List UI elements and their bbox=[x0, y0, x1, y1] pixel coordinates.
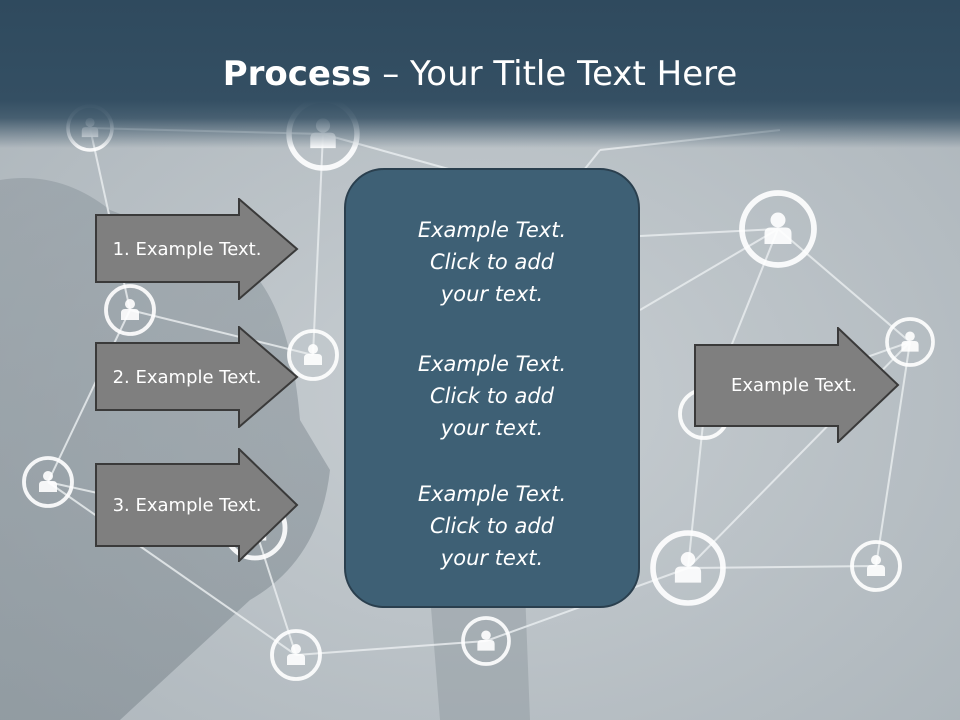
person-node-icon bbox=[270, 629, 322, 681]
person-node-icon bbox=[850, 540, 902, 592]
arrow-step-1[interactable]: 1. Example Text. bbox=[95, 198, 299, 300]
center-paragraph-1: Example Text. Click to add your text. bbox=[417, 218, 567, 306]
arrow-result[interactable]: Example Text. bbox=[694, 327, 900, 443]
title-bar: Process – Your Title Text Here bbox=[0, 0, 960, 148]
arrow-step-3[interactable]: 3. Example Text. bbox=[95, 448, 299, 562]
person-node-icon bbox=[885, 317, 935, 367]
person-node-icon bbox=[287, 329, 339, 381]
person-node-icon bbox=[739, 190, 817, 268]
arrow-step-2-label: 2. Example Text. bbox=[112, 366, 262, 388]
title-rest: – Your Title Text Here bbox=[371, 54, 738, 94]
person-node-icon bbox=[650, 530, 726, 606]
center-paragraph-2: Example Text. Click to add your text. bbox=[417, 352, 567, 440]
person-node-icon bbox=[22, 456, 74, 508]
person-node-icon bbox=[461, 616, 511, 666]
arrow-step-3-label: 3. Example Text. bbox=[112, 494, 262, 516]
center-text-box[interactable]: Example Text. Click to add your text. Ex… bbox=[344, 168, 640, 608]
arrow-step-2[interactable]: 2. Example Text. bbox=[95, 326, 299, 428]
arrow-step-1-label: 1. Example Text. bbox=[112, 238, 262, 260]
arrow-result-label: Example Text. bbox=[731, 374, 857, 396]
page-title: Process – Your Title Text Here bbox=[0, 52, 960, 96]
center-paragraph-3: Example Text. Click to add your text. bbox=[417, 482, 567, 570]
person-node-icon bbox=[104, 284, 156, 336]
title-bold: Process bbox=[222, 54, 372, 94]
